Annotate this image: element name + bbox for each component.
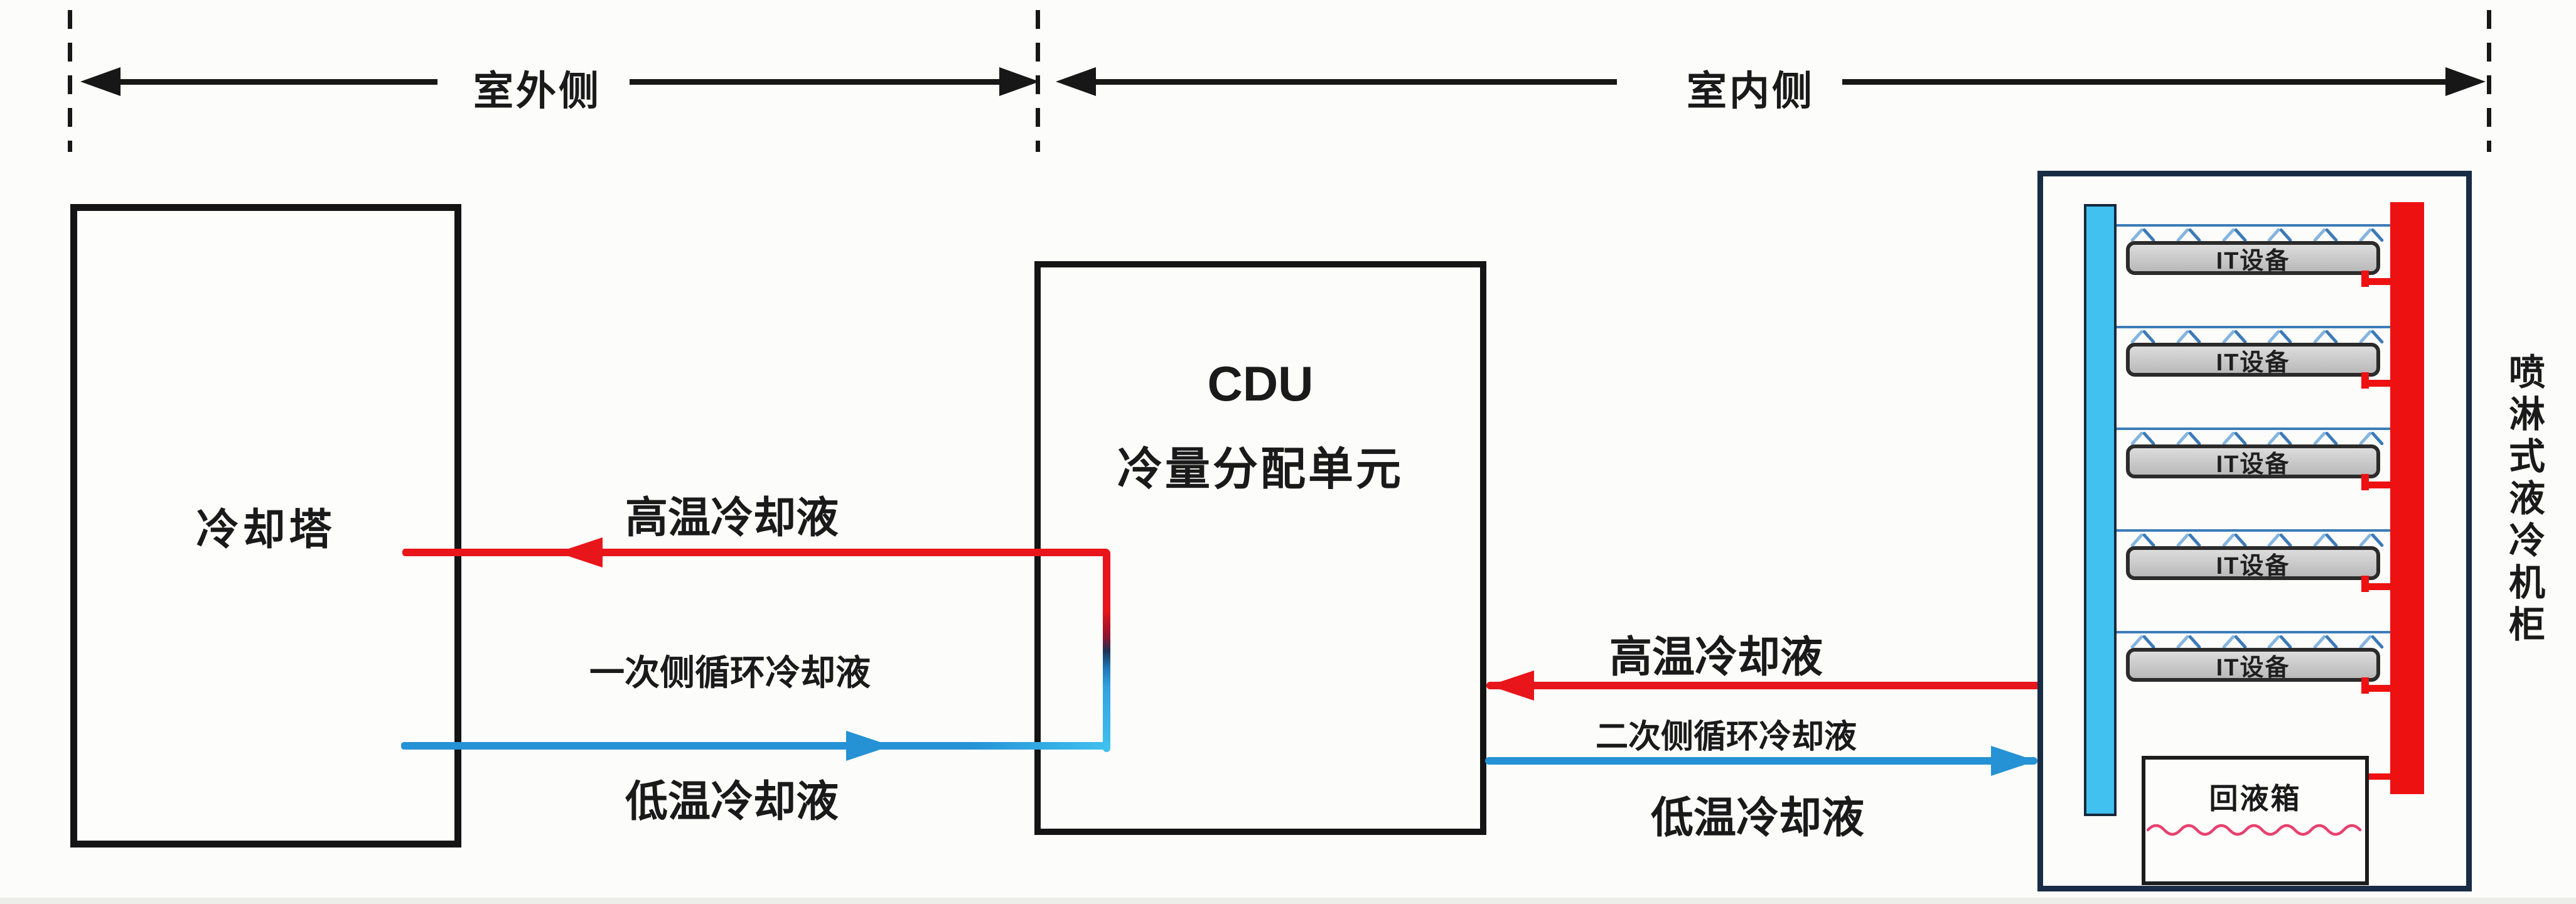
primary-cold-label: 低温冷却液 — [625, 778, 839, 826]
secondary-hot-label: 高温冷却液 — [1609, 633, 1823, 681]
spray-pipe — [2117, 428, 2390, 430]
primary-heat-exchange-connector — [1103, 550, 1110, 752]
secondary-cold-flow-arrow-icon — [1991, 746, 2036, 776]
indoor-dimension-shaft — [1096, 79, 1617, 85]
outdoor-side-label: 室外侧 — [473, 68, 601, 114]
cdu-title: CDU — [1207, 356, 1314, 411]
cdu-subtitle: 冷量分配单元 — [1117, 444, 1403, 495]
it-server: IT设备 — [2126, 546, 2380, 580]
rack-row: IT设备 — [2037, 224, 2472, 325]
server-drain-stub — [2361, 482, 2398, 488]
return-tank-label: 回液箱 — [2209, 782, 2302, 815]
outdoor-dimension-shaft — [630, 79, 999, 85]
indoor-dimension-arrow-left-icon — [1056, 67, 1096, 96]
primary-hot-label: 高温冷却液 — [625, 494, 839, 542]
it-server: IT设备 — [2126, 444, 2380, 478]
primary-hot-pipe — [402, 549, 1110, 556]
secondary-hot-flow-arrow-icon — [1489, 670, 1534, 701]
cabinet-frame — [2037, 171, 2472, 891]
cooling-tower-label: 冷却塔 — [196, 506, 336, 554]
bottom-shade — [0, 898, 2576, 904]
it-server-label: IT设备 — [2216, 247, 2290, 274]
outdoor-dimension-arrow-right-icon — [999, 67, 1039, 96]
spray-pipe — [2117, 326, 2390, 328]
secondary-cold-pipe — [1485, 757, 2037, 765]
outdoor-dimension-shaft — [117, 79, 437, 85]
it-server: IT设备 — [2126, 343, 2380, 377]
spray-pipe — [2117, 631, 2390, 633]
primary-hot-flow-arrow-icon — [557, 537, 603, 568]
it-server: IT设备 — [2126, 241, 2380, 275]
rack-row: IT设备 — [2037, 529, 2472, 630]
spray-pipe — [2117, 529, 2390, 532]
cold-coolant-manifold-bar — [2084, 204, 2117, 816]
server-drain-stub — [2361, 380, 2398, 387]
cooling-tower-box: 冷却塔 — [70, 204, 461, 848]
rack-row: IT设备 — [2037, 428, 2472, 528]
indoor-dimension-shaft — [1842, 79, 2445, 85]
boundary-divider-right — [2487, 10, 2491, 152]
outdoor-dimension-arrow-left-icon — [80, 67, 121, 96]
return-tank: 回液箱 — [2142, 756, 2369, 885]
indoor-side-label: 室内侧 — [1687, 68, 1815, 114]
hot-coolant-manifold-bar — [2390, 202, 2424, 794]
return-tank-pipe-stub — [2369, 773, 2396, 780]
rack-row: IT设备 — [2037, 326, 2472, 426]
server-drain-stub — [2361, 583, 2398, 590]
cabinet-title-vertical: 喷淋式液冷机柜 — [2503, 353, 2544, 647]
cdu-box: CDU 冷量分配单元 — [1034, 261, 1486, 835]
it-server-label: IT设备 — [2216, 654, 2290, 681]
it-server: IT设备 — [2126, 648, 2380, 682]
spray-pipe — [2117, 224, 2390, 227]
server-drain-stub — [2361, 278, 2398, 285]
rack-row: IT设备 — [2037, 631, 2472, 731]
secondary-cold-label: 低温冷却液 — [1650, 794, 1864, 842]
primary-cold-pipe — [401, 742, 1110, 750]
it-server-label: IT设备 — [2216, 451, 2290, 478]
server-drain-stub — [2361, 685, 2398, 692]
boundary-divider-left — [68, 10, 72, 152]
indoor-dimension-arrow-right-icon — [2445, 67, 2486, 96]
secondary-hot-pipe — [1486, 682, 2040, 689]
it-server-label: IT设备 — [2216, 552, 2290, 579]
it-server-label: IT设备 — [2216, 349, 2290, 376]
cabinet-box: IT设备 IT设备 IT设备 — [2037, 171, 2472, 891]
secondary-loop-label: 二次侧循环冷却液 — [1595, 719, 1857, 755]
liquid-level-wave-icon — [2147, 824, 2362, 836]
primary-cold-flow-arrow-icon — [846, 731, 891, 761]
primary-loop-label: 一次侧循环冷却液 — [589, 653, 871, 692]
